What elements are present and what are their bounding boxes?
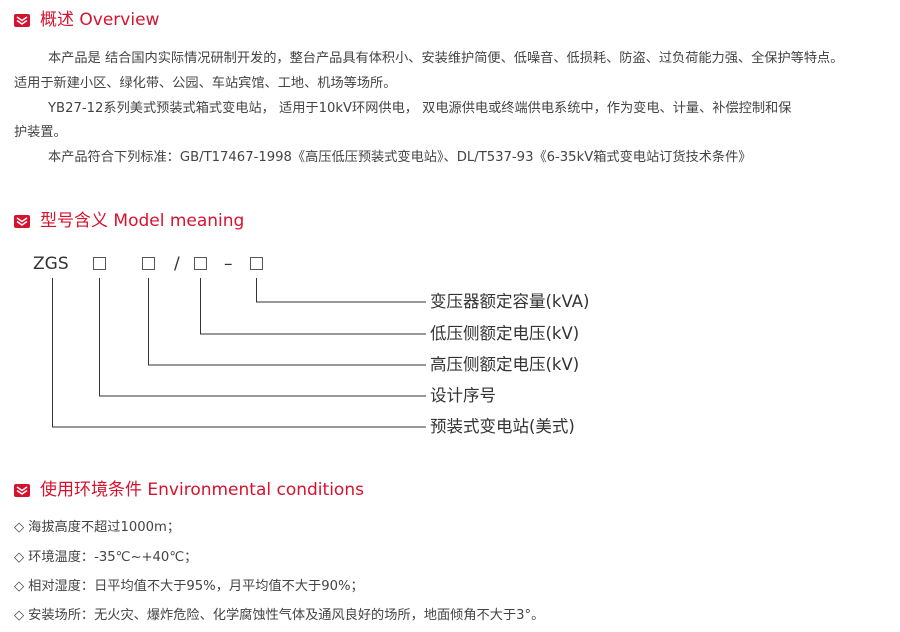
diamond-bullet-icon: ◇ (14, 579, 25, 594)
model-title-text: 型号含义 Model meaning (40, 211, 245, 231)
model-label-hv: 高压侧额定电压(kV) (430, 355, 580, 374)
chevron-badge-icon (14, 214, 30, 228)
model-slash: / (174, 254, 180, 274)
leader-line-capacity (256, 278, 426, 303)
model-dash: – (224, 254, 233, 274)
model-label-design: 设计序号 (430, 386, 496, 405)
chevron-badge-icon (14, 483, 30, 497)
diamond-bullet-icon: ◇ (14, 550, 25, 565)
env-title: 使用环境条件 Environmental conditions (14, 480, 364, 500)
env-item: ◇海拔高度不超过1000m； (14, 520, 181, 535)
leader-line-hv (148, 278, 426, 366)
overview-title-text: 概述 Overview (40, 10, 160, 30)
env-item: ◇相对湿度：日平均值不大于95%，月平均值不大于90%； (14, 579, 364, 594)
overview-paragraph-3: 本产品符合下列标准：GB/T17467-1998《高压低压预装式变电站》、DL/… (48, 150, 752, 165)
model-box-design (93, 257, 106, 270)
leader-line-lv (200, 278, 426, 335)
model-box-lv (194, 257, 207, 270)
model-code: ZGS / – (0, 252, 900, 276)
diamond-bullet-icon: ◇ (14, 520, 25, 535)
model-title: 型号含义 Model meaning (14, 211, 244, 231)
model-label-capacity: 变压器额定容量(kVA) (430, 292, 590, 311)
overview-paragraph-2: YB27-12系列美式预装式箱式变电站， 适用于10kV环网供电， 双电源供电或… (48, 101, 792, 116)
leader-line-design (99, 278, 426, 397)
model-label-type: 预装式变电站(美式) (430, 417, 575, 436)
leader-line-prefix (52, 278, 426, 428)
env-item: ◇环境温度：-35℃~+40℃； (14, 550, 198, 565)
env-item: ◇安装场所：无火灾、爆炸危险、化学腐蚀性气体及通风良好的场所，地面倾角不大于3°… (14, 608, 545, 623)
env-title-text: 使用环境条件 Environmental conditions (40, 480, 364, 500)
overview-paragraph-2-cont: 护装置。 (14, 125, 67, 140)
model-label-lv: 低压侧额定电压(kV) (430, 324, 580, 343)
chevron-badge-icon (14, 13, 30, 27)
overview-title: 概述 Overview (14, 10, 159, 30)
model-box-hv (142, 257, 155, 270)
model-prefix: ZGS (33, 254, 69, 274)
diamond-bullet-icon: ◇ (14, 608, 25, 623)
overview-paragraph-1: 本产品是 结合国内实际情况研制开发的，整台产品具有体积小、安装维护简便、低噪音、… (48, 51, 844, 66)
model-box-capacity (250, 257, 263, 270)
overview-paragraph-1-cont: 适用于新建小区、绿化带、公园、车站宾馆、工地、机场等场所。 (14, 76, 397, 91)
